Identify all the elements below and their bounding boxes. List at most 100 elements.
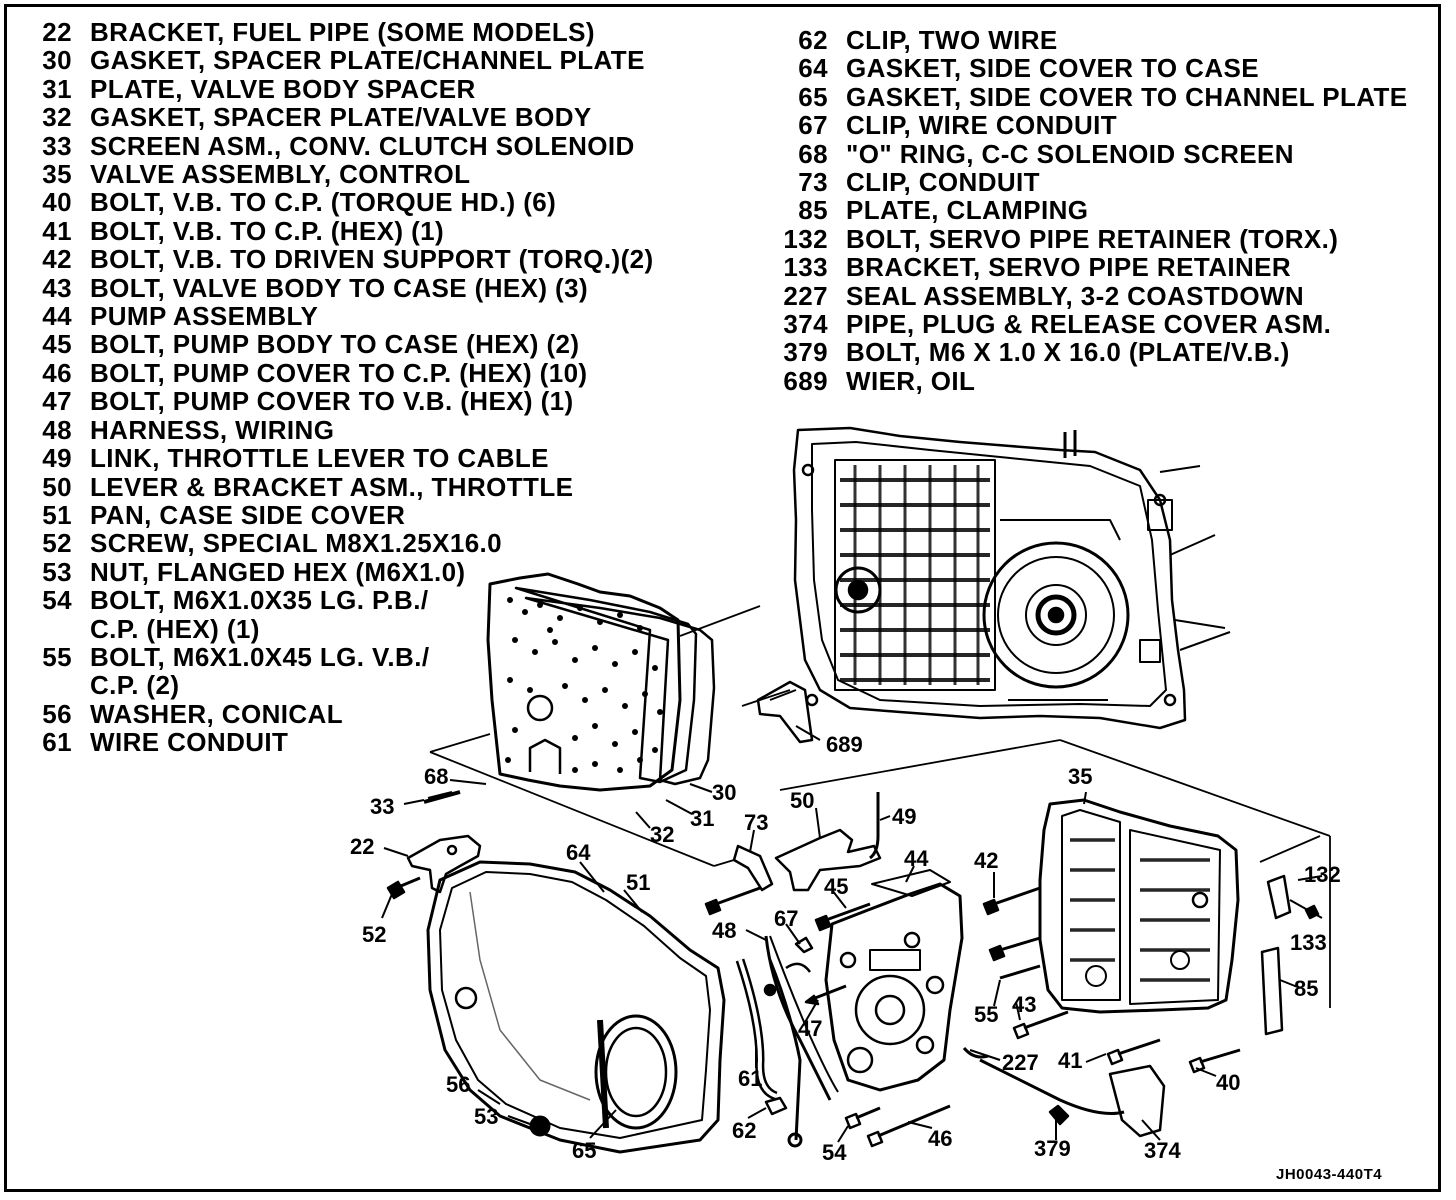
callout-53: 53 bbox=[474, 1104, 498, 1129]
callout-40: 40 bbox=[1216, 1070, 1240, 1095]
callout-62: 62 bbox=[732, 1118, 756, 1143]
legend-part-number: 67 bbox=[798, 110, 828, 141]
callout-44: 44 bbox=[904, 846, 929, 871]
legend-part-description: BRACKET, SERVO PIPE RETAINER bbox=[846, 252, 1292, 283]
pump-assembly-illustration bbox=[824, 869, 964, 1092]
legend-part-description: BOLT, PUMP BODY TO CASE (HEX) (2) bbox=[90, 329, 580, 360]
legend-part-number: 689 bbox=[783, 365, 828, 396]
legend-part-number: 374 bbox=[783, 309, 828, 340]
legend-part-number: 30 bbox=[42, 45, 72, 76]
legend-part-description: PLATE, CLAMPING bbox=[846, 195, 1089, 226]
legend-part-description: SEAL ASSEMBLY, 3-2 COASTDOWN bbox=[846, 280, 1305, 311]
legend-entry: 33 SCREEN ASM., CONV. CLUTCH SOLENOID bbox=[20, 130, 654, 161]
side-cover-pan-illustration bbox=[406, 834, 726, 1154]
callout-52: 52 bbox=[362, 922, 386, 947]
callout-50: 50 bbox=[790, 788, 814, 813]
callout-43: 43 bbox=[1012, 992, 1036, 1017]
callout-64: 64 bbox=[566, 840, 591, 865]
callout-132: 132 bbox=[1304, 862, 1341, 887]
callout-85: 85 bbox=[1294, 976, 1318, 1001]
callout-32: 32 bbox=[650, 822, 674, 847]
callout-68: 68 bbox=[424, 764, 448, 789]
legend-part-description: BOLT, M6 X 1.0 X 16.0 (PLATE/V.B.) bbox=[846, 337, 1290, 368]
transmission-case-illustration bbox=[756, 426, 1231, 744]
legend-part-number: 133 bbox=[783, 252, 828, 283]
assembly-guide-lines bbox=[429, 605, 1331, 1008]
legend-part-description: GASKET, SIDE COVER TO CHANNEL PLATE bbox=[846, 81, 1408, 112]
legend-part-number: 50 bbox=[42, 471, 72, 502]
legend-part-number: 51 bbox=[42, 499, 72, 530]
legend-part-description: GASKET, SPACER PLATE/VALVE BODY bbox=[90, 102, 592, 133]
callout-46: 46 bbox=[928, 1126, 952, 1151]
legend-part-number: 379 bbox=[783, 337, 828, 368]
legend-part-number: 49 bbox=[42, 443, 72, 474]
legend-part-number: 65 bbox=[798, 81, 828, 112]
callout-374: 374 bbox=[1144, 1138, 1181, 1163]
legend-part-description: WIER, OIL bbox=[846, 365, 976, 396]
legend-entry: 65 GASKET, SIDE COVER TO CHANNEL PLATE bbox=[772, 81, 1408, 112]
legend-part-description: BOLT, V.B. TO C.P. (TORQUE HD.) (6) bbox=[90, 187, 557, 218]
control-valve-illustration bbox=[979, 798, 1292, 1138]
legend-entry: 50 LEVER & BRACKET ASM., THROTTLE bbox=[20, 471, 654, 502]
legend-part-description: GASKET, SPACER PLATE/CHANNEL PLATE bbox=[90, 45, 645, 76]
legend-entry: C.P. (HEX) (1) bbox=[20, 613, 654, 644]
legend-part-description: HARNESS, WIRING bbox=[90, 414, 335, 445]
legend-part-number: 54 bbox=[42, 585, 72, 616]
legend-part-number: 52 bbox=[42, 528, 72, 559]
callout-42: 42 bbox=[974, 848, 998, 873]
legend-entry: 45 BOLT, PUMP BODY TO CASE (HEX) (2) bbox=[20, 329, 654, 360]
legend-part-number: 62 bbox=[798, 25, 828, 55]
callout-379: 379 bbox=[1034, 1136, 1071, 1161]
legend-part-number: 73 bbox=[798, 167, 828, 198]
callout-73: 73 bbox=[744, 810, 768, 835]
callout-41: 41 bbox=[1058, 1048, 1082, 1073]
callout-56: 56 bbox=[446, 1072, 470, 1097]
legend-part-description: SCREW, SPECIAL M8X1.25X16.0 bbox=[90, 528, 503, 559]
legend-part-number: 42 bbox=[42, 244, 72, 275]
callout-51: 51 bbox=[626, 870, 650, 895]
callout-47: 47 bbox=[798, 1016, 822, 1041]
legend-part-number: 32 bbox=[42, 102, 72, 133]
legend-part-description: SCREEN ASM., CONV. CLUTCH SOLENOID bbox=[90, 130, 635, 161]
wiring-harness-illustration bbox=[735, 935, 839, 1148]
legend-part-description: C.P. (2) bbox=[90, 670, 180, 701]
legend-part-number: 43 bbox=[42, 272, 72, 303]
legend-part-number: 61 bbox=[42, 727, 72, 758]
legend-part-description: WIRE CONDUIT bbox=[90, 727, 289, 758]
drawing-code: JH0043-440T4 bbox=[1276, 1166, 1383, 1183]
callout-30: 30 bbox=[712, 780, 736, 805]
leader-lines bbox=[381, 725, 1323, 1143]
legend-part-number: 33 bbox=[42, 130, 72, 161]
legend-entry: 379 BOLT, M6 X 1.0 X 16.0 (PLATE/V.B.) bbox=[772, 337, 1408, 368]
legend-part-description: PAN, CASE SIDE COVER bbox=[90, 499, 406, 530]
callout-33: 33 bbox=[370, 794, 394, 819]
callout-227: 227 bbox=[1002, 1050, 1039, 1075]
legend-part-description: WASHER, CONICAL bbox=[90, 698, 343, 729]
legend-part-description: LEVER & BRACKET ASM., THROTTLE bbox=[90, 471, 574, 502]
figure-border bbox=[4, 4, 1441, 1192]
legend-part-description: BRACKET, FUEL PIPE (SOME MODELS) bbox=[90, 17, 595, 47]
legend-part-number: 31 bbox=[42, 73, 72, 104]
legend-part-description: BOLT, PUMP COVER TO C.P. (HEX) (10) bbox=[90, 357, 588, 388]
callout-65: 65 bbox=[572, 1138, 596, 1163]
legend-entry: 52 SCREW, SPECIAL M8X1.25X16.0 bbox=[20, 528, 654, 559]
legend-entry: C.P. (2) bbox=[20, 670, 654, 701]
legend-part-number: 45 bbox=[42, 329, 72, 360]
legend-part-description: C.P. (HEX) (1) bbox=[90, 613, 260, 644]
legend-entry: 689 WIER, OIL bbox=[772, 365, 1408, 396]
